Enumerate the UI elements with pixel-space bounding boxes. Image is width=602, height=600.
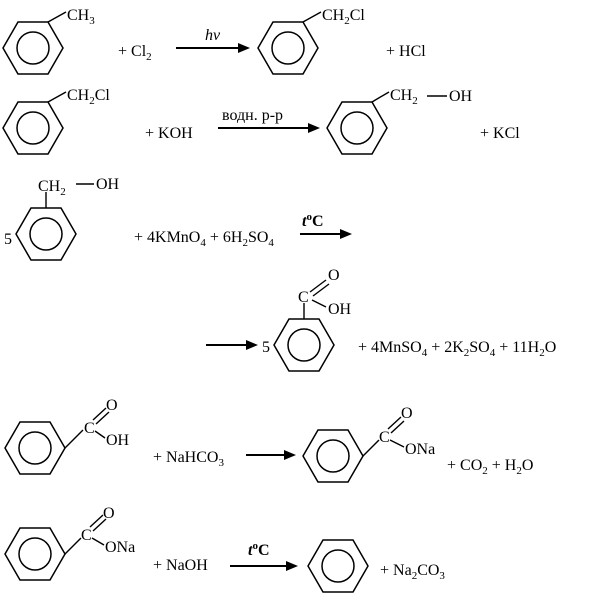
side-product-kcl: + KCl: [480, 125, 520, 142]
reaction-arrow: [246, 450, 296, 460]
reagent-chlorine: + Cl2: [118, 43, 152, 63]
benzene-ring: [273, 318, 335, 372]
double-bond: [387, 416, 402, 430]
carbonyl-carbon: C: [298, 289, 309, 306]
reagent-koh: + KOH: [145, 125, 193, 142]
benzene-ring: [307, 539, 369, 593]
hydroxyl-group: OH: [328, 301, 352, 318]
reagents-oxidizer: + 4KMnO4 + 6H2SO4: [134, 229, 274, 249]
double-bond: [92, 407, 107, 421]
stoich-coefficient: 5: [4, 231, 12, 248]
bond: [91, 537, 105, 546]
bond: [389, 439, 405, 448]
bond: [311, 299, 327, 308]
benzene-ring: [2, 21, 64, 75]
methylene-group: CH2: [390, 87, 418, 107]
double-bond: [390, 420, 405, 434]
double-bond: [309, 279, 327, 293]
side-products-co2-water: + CO2 + H2O: [447, 457, 533, 477]
double-bond: [312, 283, 330, 297]
carbonyl-oxygen: O: [106, 397, 118, 414]
benzene-ring: [15, 207, 77, 261]
bond: [64, 429, 84, 449]
stoich-coefficient: 5: [262, 339, 270, 356]
hydroxyl-group: OH: [96, 176, 120, 193]
chloromethyl-group: CH2Cl: [67, 87, 110, 107]
sodium-oxide-group: ONa: [105, 539, 135, 556]
benzene-ring: [4, 421, 66, 475]
carbonyl-carbon: C: [379, 429, 390, 446]
condition-hv: hv: [205, 27, 221, 44]
reaction-4: C O OH + NaHCO3 C O ONa + CO2 + H2O: [4, 397, 533, 483]
reaction-3: 5 CH2 OH + 4KMnO4 + 6H2SO4 toC: [4, 176, 352, 261]
bond: [302, 11, 322, 23]
side-product-sodium-carbonate: + Na2CO3: [380, 562, 445, 582]
reaction-arrow: [230, 561, 298, 571]
bond: [94, 430, 106, 439]
double-bond: [95, 411, 110, 425]
sodium-oxide-group: ONa: [405, 441, 435, 458]
reaction-2: CH2Cl + KOH водн. р-р CH2 OH + KCl: [2, 87, 520, 155]
side-products-sulfates: + 4MnSO4 + 2K2SO4 + 11H2O: [358, 339, 556, 359]
chloromethyl-group: CH2Cl: [322, 7, 365, 27]
carbonyl-carbon: C: [84, 420, 95, 437]
benzene-ring: [4, 527, 66, 581]
reaction-1: CH3 + Cl2 hv CH2Cl + HCl: [2, 7, 426, 75]
benzene-ring: [2, 101, 64, 155]
bond: [371, 91, 390, 103]
bond: [47, 91, 67, 103]
bond: [64, 537, 82, 555]
reaction-arrow: [176, 43, 250, 53]
reaction-5: C O ONa + NaOH toC + Na2CO3: [4, 505, 445, 593]
benzene-ring: [257, 21, 319, 75]
condition-heat: toC: [302, 211, 324, 230]
carbonyl-oxygen: O: [401, 405, 413, 422]
double-bond: [92, 518, 107, 532]
hydroxyl-group: OH: [449, 88, 473, 105]
reaction-arrow: [300, 229, 352, 239]
bond: [362, 439, 380, 457]
methyl-group: CH3: [67, 7, 95, 27]
double-bond: [89, 514, 104, 528]
benzene-ring: [302, 429, 364, 483]
bond: [47, 11, 67, 23]
carbonyl-oxygen: O: [328, 267, 340, 284]
reaction-3-products: 5 C O OH + 4MnSO4 + 2K2SO4 + 11H2O: [206, 267, 556, 372]
benzene-ring: [326, 101, 388, 155]
reaction-arrow: [218, 123, 320, 133]
condition-aqueous: водн. р-р: [222, 107, 283, 124]
carbonyl-oxygen: O: [103, 505, 115, 522]
methylene-group: CH2: [38, 178, 66, 198]
carbonyl-carbon: C: [81, 527, 92, 544]
reagent-sodium-bicarbonate: + NaHCO3: [153, 449, 224, 469]
condition-heat: toC: [248, 540, 270, 559]
hydroxyl-group: OH: [106, 432, 130, 449]
reagent-naoh: + NaOH: [153, 557, 208, 574]
side-product-hcl: + HCl: [386, 43, 426, 60]
reaction-arrow: [206, 340, 258, 350]
